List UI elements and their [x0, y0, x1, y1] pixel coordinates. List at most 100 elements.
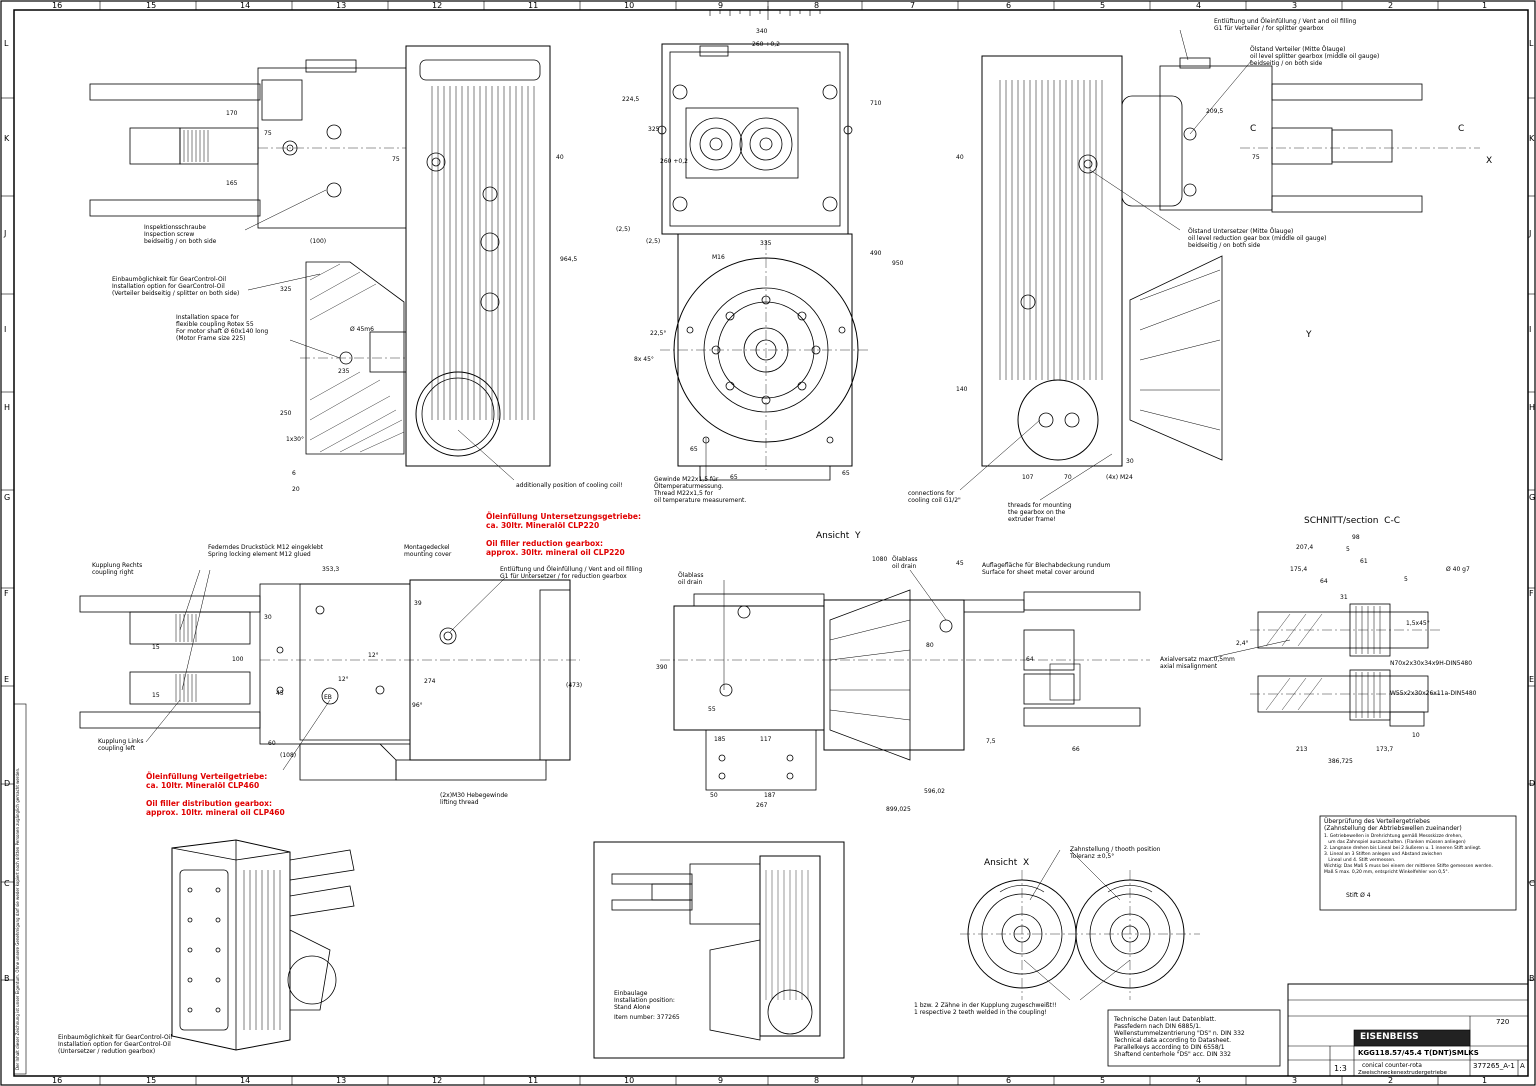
- dimension: 165: [226, 180, 238, 187]
- dimension: 75: [1252, 154, 1260, 161]
- dimension: 170: [226, 110, 238, 117]
- grid-letter: C: [4, 879, 10, 888]
- dimension: 390: [656, 664, 668, 671]
- grid-letter: D: [4, 779, 11, 788]
- side-view-right: [981, 55, 1480, 467]
- title-scale: 1:3: [1334, 1064, 1347, 1073]
- dimension: 22,5°: [650, 330, 667, 337]
- side-view-left: [89, 45, 551, 467]
- grid-number: 12: [432, 1076, 443, 1085]
- dimension: 5: [1346, 546, 1350, 553]
- dimension: 335: [760, 240, 772, 247]
- isometric-view: [171, 839, 355, 1051]
- note-teeth-welded: 1 bzw. 2 Zähne in der Kupplung zugeschwe…: [914, 1002, 1057, 1016]
- dimension: 213: [1296, 746, 1308, 753]
- dimension: 64: [1026, 656, 1034, 663]
- title-description-2: Zweischneckenextrudergetriebe: [1358, 1070, 1447, 1076]
- grid-letter: F: [1529, 589, 1534, 598]
- note-spring-element: Federndes Druckstück M12 eingeklebt Spri…: [208, 544, 324, 558]
- dimension: 45: [276, 690, 284, 697]
- svg-text:EB: EB: [324, 694, 332, 701]
- note-vent-splitter: Entlüftung und Öleinfüllung / Vent and o…: [1214, 18, 1357, 32]
- dimension: 950: [892, 260, 904, 267]
- side-strip-border: [13, 703, 27, 1075]
- red-note-oil-fill-reduction: Öleinfüllung Untersetzungsgetriebe: ca. …: [486, 512, 642, 557]
- dimension: 31: [1340, 594, 1348, 601]
- title-part-name: KGG118.57/45.4 T(DNT)SMLKS: [1358, 1049, 1479, 1057]
- grid-letter: F: [4, 589, 9, 598]
- note-spline-1: N70x2x30x34x9H-DIN5480: [1390, 660, 1473, 667]
- dimension: 15: [152, 692, 160, 699]
- grid-number: 14: [240, 1, 251, 10]
- grid-number: 4: [1196, 1, 1202, 10]
- note-technical-data: Technische Daten laut Datenblatt. Passfe…: [1114, 1016, 1245, 1058]
- grid-number: 11: [528, 1, 539, 10]
- dimension: 325: [648, 126, 660, 133]
- dimension: M16: [712, 254, 725, 261]
- dimension: 107: [1022, 474, 1034, 481]
- note-vent-reduction: Entlüftung und Öleinfüllung / Vent and o…: [500, 566, 643, 580]
- dimension: 45: [956, 560, 964, 567]
- dimension: 30: [1126, 458, 1134, 465]
- grid-number: 5: [1100, 1, 1106, 10]
- grid-number: 9: [718, 1076, 724, 1085]
- title-revision: A: [1520, 1062, 1525, 1070]
- note-coupling-space: Installation space for flexible coupling…: [176, 314, 269, 342]
- grid-number: 8: [814, 1, 820, 10]
- note-lifting-thread: (2x)M30 Hebegewinde lifting thread: [440, 792, 508, 806]
- note-check-body: 1. Getriebewellen in Drehrichtung gemäß …: [1324, 834, 1493, 875]
- dimension: (100): [310, 238, 327, 245]
- dimension: 1080: [872, 556, 888, 563]
- installation-inset: [593, 841, 845, 1059]
- dimension: 185: [714, 736, 726, 743]
- note-gearcontrol-top: Einbaumöglichkeit für GearControl-Oil In…: [112, 276, 240, 297]
- grid-letter: B: [4, 974, 10, 983]
- dimension: 50: [710, 792, 718, 799]
- axis-label-x: X: [1486, 156, 1493, 166]
- grid-number: 13: [336, 1076, 347, 1085]
- dimension: 80: [926, 642, 934, 649]
- dimension: 8x 45°: [634, 356, 654, 363]
- dimension: 340: [756, 28, 768, 35]
- grid-letter: G: [4, 493, 11, 502]
- title-description-1: conical counter-rota: [1362, 1062, 1422, 1069]
- section-cc-view: [1250, 603, 1440, 727]
- note-item-number: Item number: 377265: [614, 1014, 680, 1021]
- dimension: 75: [392, 156, 400, 163]
- dimension: 596,02: [924, 788, 945, 795]
- grid-letter: L: [4, 39, 9, 48]
- grid-number: 6: [1006, 1076, 1012, 1085]
- note-inspection-screw: Inspektionsschraube Inspection screw bei…: [144, 224, 217, 245]
- grid-number: 9: [718, 1, 724, 10]
- dimension: 260 +0,2: [660, 158, 688, 165]
- grid-letter: B: [1529, 974, 1535, 983]
- grid-letter: J: [4, 229, 7, 238]
- grid-number: 1: [1482, 1, 1488, 10]
- grid-number: 7: [910, 1, 916, 10]
- note-check-title: Überprüfung des Verteilergetriebes (Zahn…: [1324, 818, 1462, 832]
- dimension: 65: [730, 474, 738, 481]
- dimension: 325: [280, 286, 292, 293]
- note-thread-m22: Gewinde M22x1,5 für Öltemperaturmessung.…: [654, 476, 747, 504]
- grid-letter: D: [1529, 779, 1536, 788]
- dimension: 175,4: [1290, 566, 1308, 573]
- dimension: 250: [280, 410, 292, 417]
- dimension: 61: [1360, 558, 1368, 565]
- dimension: (2,5): [646, 238, 661, 245]
- grid-number: 12: [432, 1, 443, 10]
- grid-letter: H: [4, 403, 11, 412]
- dimension: 899,025: [886, 806, 911, 813]
- dimension: 70: [1064, 474, 1072, 481]
- view-label-ansicht-x: Ansicht X: [984, 858, 1030, 868]
- dimension: 60: [268, 740, 276, 747]
- dimension: Ø 40 g7: [1446, 566, 1470, 573]
- note-oil-drain-2: Ölablass oil drain: [892, 556, 918, 570]
- dimension: (4x) M24: [1106, 474, 1133, 481]
- dimension: 64: [1320, 578, 1328, 585]
- dimension: 30: [264, 614, 272, 621]
- dimension: (473): [566, 682, 583, 689]
- grid-number: 7: [910, 1076, 916, 1085]
- leader-lines: [145, 29, 1291, 1001]
- note-oil-level-splitter: Ölstand Verteiler (Mitte Ölauge) oil lev…: [1250, 46, 1380, 67]
- front-view-middle: [657, 43, 870, 481]
